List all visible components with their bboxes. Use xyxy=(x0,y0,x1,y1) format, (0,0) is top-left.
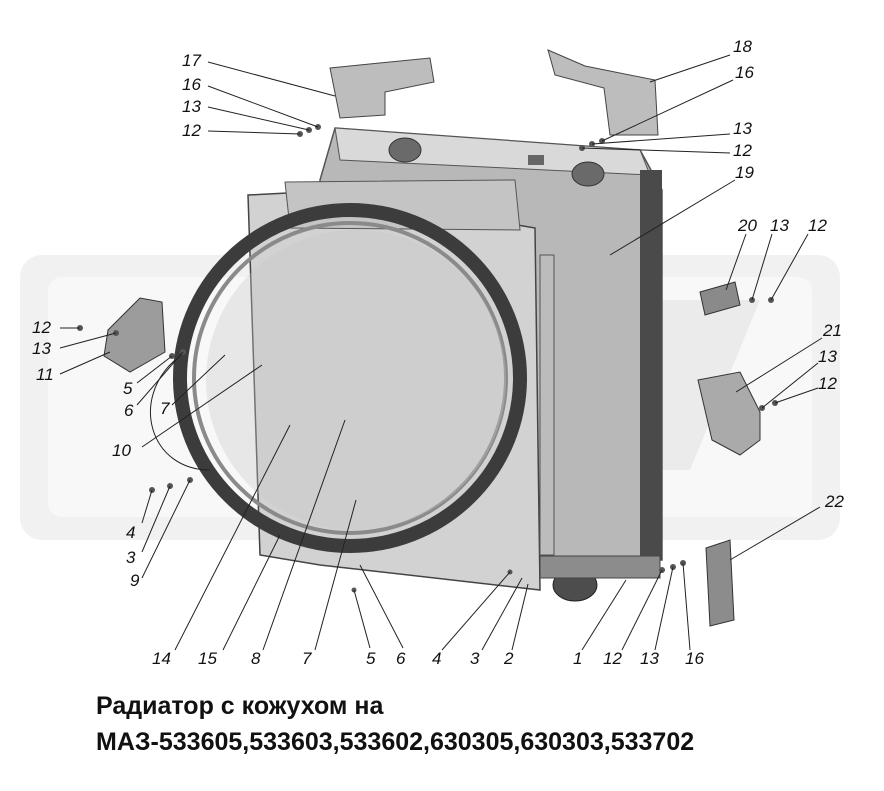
callout-4: 4 xyxy=(126,523,135,542)
callout-13: 13 xyxy=(818,347,837,366)
callout-21: 21 xyxy=(822,321,842,340)
bracket-22 xyxy=(705,539,735,627)
callout-1: 1 xyxy=(573,649,582,668)
radiator-diagram: 17 16 13 12 18 16 13 12 19 20 13 12 21 1… xyxy=(20,37,844,668)
leader-lines xyxy=(59,54,823,651)
callout-11: 11 xyxy=(36,365,54,384)
callout-3: 3 xyxy=(126,548,136,567)
callout-5: 5 xyxy=(123,379,133,398)
callout-17: 17 xyxy=(182,51,201,70)
callout-13: 13 xyxy=(640,649,659,668)
callout-7: 7 xyxy=(302,649,312,668)
caption-line-1: Радиатор с кожухом на xyxy=(96,692,384,720)
callout-12: 12 xyxy=(182,121,201,140)
callout-10: 10 xyxy=(112,441,131,460)
callout-12: 12 xyxy=(603,649,622,668)
callout-5: 5 xyxy=(366,649,376,668)
callout-13: 13 xyxy=(182,97,201,116)
bracket-17 xyxy=(329,57,435,119)
callout-12: 12 xyxy=(32,318,51,337)
diagram-caption: Радиатор с кожухом на МАЗ-533605,533603,… xyxy=(96,688,694,760)
callout-3: 3 xyxy=(470,649,480,668)
bracket-20 xyxy=(699,281,741,316)
callout-12: 12 xyxy=(818,374,837,393)
callout-15: 15 xyxy=(198,649,217,668)
callout-7: 7 xyxy=(160,399,170,418)
bracket-18 xyxy=(547,49,659,136)
callout-6: 6 xyxy=(396,649,406,668)
callout-12: 12 xyxy=(733,141,752,160)
callout-13: 13 xyxy=(770,216,789,235)
hoop-wire xyxy=(150,359,211,471)
callout-18: 18 xyxy=(733,37,752,56)
callout-14: 14 xyxy=(152,649,171,668)
callout-8: 8 xyxy=(251,649,261,668)
callout-16: 16 xyxy=(182,75,201,94)
bracket-11 xyxy=(103,297,166,373)
callout-12: 12 xyxy=(808,216,827,235)
callout-2: 2 xyxy=(503,649,514,668)
callout-13: 13 xyxy=(32,339,51,358)
callout-16: 16 xyxy=(735,63,754,82)
callout-13: 13 xyxy=(733,119,752,138)
fan-ring xyxy=(173,203,527,553)
callout-labels: 17 16 13 12 18 16 13 12 19 20 13 12 21 1… xyxy=(32,37,844,668)
bracket-21 xyxy=(697,371,761,456)
callout-4: 4 xyxy=(432,649,441,668)
callout-20: 20 xyxy=(737,216,757,235)
callout-16: 16 xyxy=(685,649,704,668)
callout-9: 9 xyxy=(130,571,140,590)
callout-22: 22 xyxy=(824,492,844,511)
radiator-shroud xyxy=(247,179,555,591)
caption-line-2: МАЗ-533605,533603,533602,630305,630303,5… xyxy=(96,728,695,756)
callout-19: 19 xyxy=(735,163,754,182)
callout-6: 6 xyxy=(124,401,134,420)
